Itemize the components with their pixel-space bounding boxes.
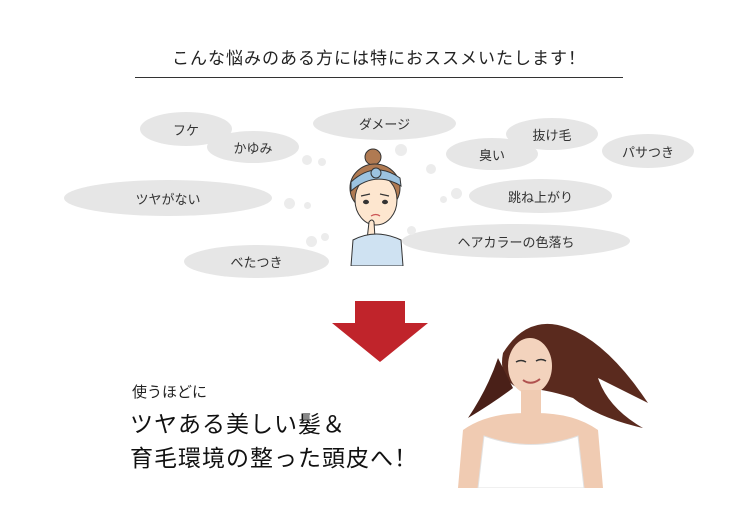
concern-label: ダメージ	[358, 118, 411, 133]
heading-underline	[135, 77, 623, 78]
concern-label: ツヤがない	[135, 192, 201, 208]
concern-bubble-tsuya: ツヤがない	[64, 180, 272, 216]
concern-bubble-betatsuki: べたつき	[184, 245, 329, 278]
concern-bubble-hane: 跳ね上がり	[469, 179, 612, 213]
sub-text: 使うほどに	[132, 383, 208, 401]
thought-dot	[440, 196, 447, 203]
thought-dot	[395, 144, 407, 156]
thought-dot	[306, 236, 317, 247]
section-heading: こんな悩みのある方には特におススメいたします！	[172, 49, 586, 69]
concern-label: 臭い	[478, 148, 505, 164]
promo-headline: ツヤある美しい髪＆ 育毛環境の整った頭皮へ！	[130, 408, 418, 476]
concern-label: ヘアカラーの色落ち	[457, 235, 575, 251]
concern-bubble-iroochi: ヘアカラーの色落ち	[402, 224, 630, 258]
concern-bubble-damage: ダメージ	[313, 107, 456, 140]
promo-headline-line1: ツヤある美しい髪＆	[130, 412, 346, 438]
thought-dot	[318, 158, 326, 166]
concern-bubble-fuke: フケ	[140, 112, 232, 146]
concern-label: 抜け毛	[532, 128, 572, 144]
concern-bubble-kayumi: かゆみ	[207, 131, 299, 163]
thought-dot	[302, 155, 312, 165]
concern-bubble-pasa: パサつき	[602, 134, 694, 168]
thought-dot	[451, 188, 462, 199]
concern-label: フケ	[172, 123, 199, 139]
concern-label: 跳ね上がり	[507, 190, 573, 206]
thought-dot	[321, 233, 329, 241]
thought-dot	[304, 202, 311, 209]
promo-headline-line2: 育毛環境の整った頭皮へ！	[130, 446, 418, 472]
concern-label: べたつき	[230, 256, 283, 271]
woman-photo	[458, 323, 648, 488]
worried-girl-illustration	[349, 148, 404, 266]
concern-label: かゆみ	[233, 141, 273, 157]
down-arrow-icon	[332, 301, 428, 362]
thought-dot	[407, 226, 416, 235]
thought-dot	[426, 164, 436, 174]
thought-dot	[284, 198, 295, 209]
concern-label: パサつき	[621, 145, 674, 161]
concern-bubble-nukege: 抜け毛	[506, 118, 598, 150]
